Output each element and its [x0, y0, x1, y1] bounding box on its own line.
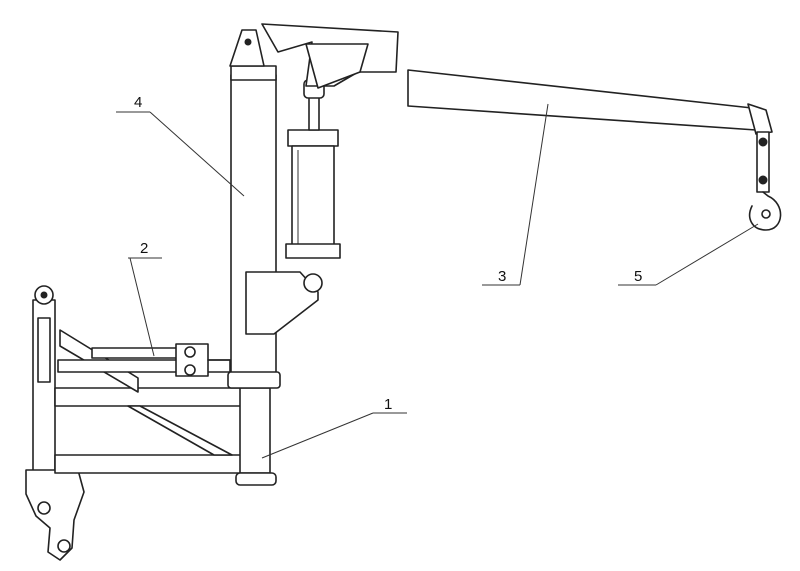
hook-eye [761, 209, 771, 219]
bottom-pivot-bearing [235, 472, 277, 486]
top-eye-pin [40, 291, 48, 299]
strut-pin-bottom [184, 364, 196, 376]
hook-link-pin-bottom [758, 175, 768, 185]
strut-pin-top [184, 346, 196, 358]
base-frame [25, 285, 277, 561]
leader-lines [116, 103, 759, 459]
leader-line-3 [519, 103, 549, 286]
hydraulic-cylinder [285, 79, 341, 293]
crane-boom [261, 23, 773, 135]
callout-2: 2 [140, 240, 148, 257]
lower-frame-beam [54, 454, 266, 474]
leader-line-2 [129, 257, 155, 357]
upper-frame-beam [54, 387, 266, 407]
callout-labels: 1 2 3 4 5 [134, 94, 642, 413]
lower-bracket [25, 469, 85, 561]
hook-link-pin-top [758, 137, 768, 147]
cylinder-lower-bracket [245, 271, 319, 335]
left-post-inner [37, 317, 51, 383]
callout-4: 4 [134, 94, 142, 111]
lower-diagonal-brace [127, 405, 233, 456]
crane-hook [748, 191, 782, 231]
strut-rod [91, 347, 183, 359]
adjustable-strut [91, 343, 233, 377]
callout-3: 3 [498, 268, 506, 285]
hook-assembly [748, 131, 782, 231]
cylinder-barrel [291, 145, 335, 251]
leader-line-5 [655, 223, 759, 286]
column-top-pin [244, 38, 252, 46]
leader-line-1 [261, 412, 374, 459]
lower-bracket-hole [37, 501, 51, 515]
lower-bracket-eye [57, 539, 71, 553]
cylinder-base-flange [285, 243, 341, 259]
cylinder-piston-rod [308, 95, 320, 131]
column-top-cap [230, 65, 277, 81]
column-base-collar [227, 371, 281, 389]
cylinder-head-flange [287, 129, 339, 147]
column-top-lug [229, 29, 265, 67]
boom-head-plate [305, 43, 369, 89]
leader-line-4 [149, 111, 245, 197]
cylinder-base-eye [303, 273, 323, 293]
right-frame-member [239, 387, 271, 474]
boom-tip [747, 103, 773, 135]
callout-1: 1 [384, 396, 392, 413]
boom-tube [407, 69, 757, 131]
crane-column [227, 29, 319, 389]
callout-5: 5 [634, 268, 642, 285]
